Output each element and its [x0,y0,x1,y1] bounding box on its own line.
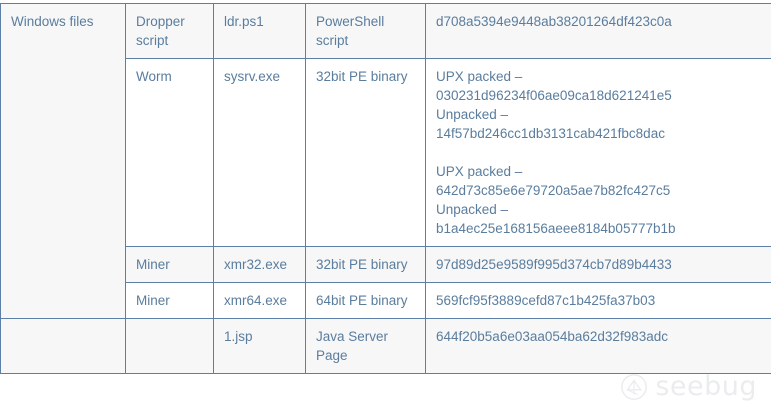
cell-hash: 644f20b5a6e03aa054ba62d32f983adc [426,319,771,374]
seebug-watermark: seebug [619,371,757,402]
cell-role [126,319,214,374]
cell-filename: 1.jsp [214,319,306,374]
cell-role: Miner [126,247,214,283]
cell-role: Worm [126,59,214,247]
cell-filename: sysrv.exe [214,59,306,247]
cell-filename: ldr.ps1 [214,4,306,59]
cell-hash: d708a5394e9448ab38201264df423c0a [426,4,771,59]
cell-category-empty [1,319,126,374]
cell-category-windows-files: Windows files [1,4,126,319]
cell-filetype: 32bit PE binary [306,59,426,247]
cell-filetype: PowerShell script [306,4,426,59]
cell-hash: UPX packed – 030231d96234f06ae09ca18d621… [426,59,771,247]
cell-filename: xmr32.exe [214,247,306,283]
cell-hash: 569fcf95f3889cefd87c1b425fa37b03 [426,283,771,319]
seebug-logo-icon [619,372,649,402]
cell-hash: 97d89d25e9589f995d374cb7d89b4433 [426,247,771,283]
table-row: Windows files Dropper script ldr.ps1 Pow… [1,4,771,59]
table-row: 1.jsp Java Server Page 644f20b5a6e03aa05… [1,319,771,374]
seebug-watermark-text: seebug [655,371,757,402]
ioc-table: Windows files Dropper script ldr.ps1 Pow… [0,3,771,374]
cell-filename: xmr64.exe [214,283,306,319]
cell-filetype: 32bit PE binary [306,247,426,283]
cell-role: Dropper script [126,4,214,59]
cell-role: Miner [126,283,214,319]
cell-filetype: Java Server Page [306,319,426,374]
cell-filetype: 64bit PE binary [306,283,426,319]
ioc-table-body: Windows files Dropper script ldr.ps1 Pow… [1,4,771,374]
